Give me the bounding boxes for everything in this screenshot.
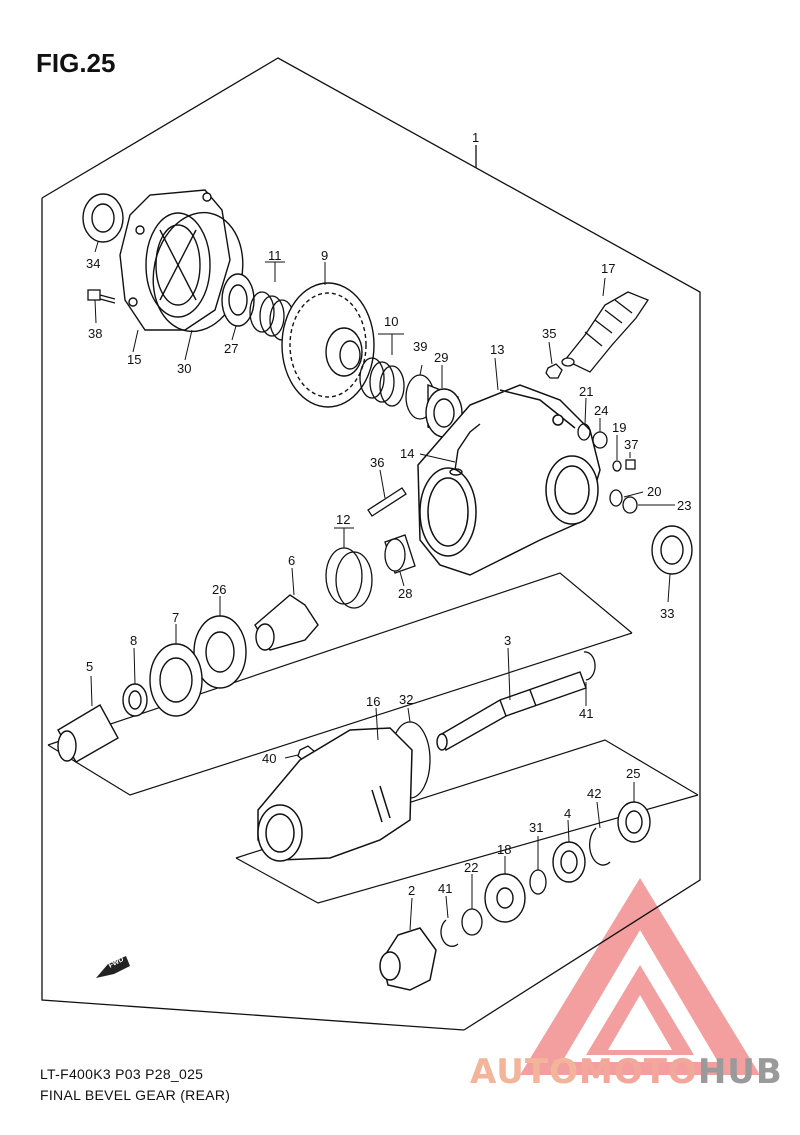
part-5-sleeve xyxy=(57,704,119,763)
callout-15: 15 xyxy=(127,352,141,367)
callout-40: 40 xyxy=(262,751,276,766)
callout-3: 3 xyxy=(504,633,511,648)
callout-8: 8 xyxy=(130,633,137,648)
callout-24: 24 xyxy=(594,403,608,418)
part-42-circlip xyxy=(589,827,611,866)
callout-leaders xyxy=(90,241,675,931)
figure-code: LT-F400K3 P03 P28_025 xyxy=(40,1066,204,1082)
part-16-housing xyxy=(257,727,413,862)
callout-6: 6 xyxy=(288,553,295,568)
part-7-bearing xyxy=(149,643,203,717)
callout-1: 1 xyxy=(472,130,479,145)
part-34-oil-seal xyxy=(82,193,124,243)
callout-4: 4 xyxy=(564,806,571,821)
part-31-ring xyxy=(529,869,547,895)
part-37-bolt xyxy=(625,459,636,470)
callout-11: 11 xyxy=(268,248,282,263)
callout-38: 38 xyxy=(88,326,102,341)
callout-42: 42 xyxy=(587,786,601,801)
part-19-washer xyxy=(612,460,622,472)
callout-39: 39 xyxy=(413,339,427,354)
callout-14: 14 xyxy=(400,446,414,461)
figure-title: FIG.25 xyxy=(36,48,116,78)
callout-20: 20 xyxy=(647,484,661,499)
callout-41-upper: 41 xyxy=(579,706,593,721)
watermark-text: AUTOMOTOHUB xyxy=(470,1052,783,1092)
part-4-oil-seal xyxy=(552,841,586,883)
callout-5: 5 xyxy=(86,659,93,674)
part-25-bearing xyxy=(617,801,651,843)
callout-31: 31 xyxy=(529,820,543,835)
part-41-circlip-lower xyxy=(440,919,459,947)
part-20-washer xyxy=(609,489,623,507)
watermark-logo xyxy=(520,878,760,1075)
callout-37: 37 xyxy=(624,437,638,452)
callout-22: 22 xyxy=(464,860,478,875)
part-2-joint xyxy=(379,927,437,991)
callout-29: 29 xyxy=(434,350,448,365)
watermark-part-2: MOTO xyxy=(578,1052,698,1092)
part-27-bearing xyxy=(221,273,255,327)
callout-30: 30 xyxy=(177,361,191,376)
callout-28: 28 xyxy=(398,586,412,601)
callout-35: 35 xyxy=(542,326,556,341)
callout-34: 34 xyxy=(86,256,100,271)
callout-2: 2 xyxy=(408,883,415,898)
callout-23: 23 xyxy=(677,498,691,513)
watermark-part-3: HUB xyxy=(697,1052,783,1092)
part-18-collar xyxy=(484,873,526,923)
callout-25: 25 xyxy=(626,766,640,781)
callout-13: 13 xyxy=(490,342,504,357)
callout-17: 17 xyxy=(601,261,615,276)
callout-labels: 1 2 3 4 5 6 7 8 9 10 11 12 13 14 15 16 1… xyxy=(86,130,691,898)
callout-21: 21 xyxy=(579,384,593,399)
part-33-oil-seal xyxy=(651,525,693,575)
watermark-part-1: AUTO xyxy=(470,1052,579,1092)
callout-33: 33 xyxy=(660,606,674,621)
callout-9: 9 xyxy=(321,248,328,263)
part-10-shims xyxy=(359,357,405,407)
callout-27: 27 xyxy=(224,341,238,356)
part-38-bolt xyxy=(87,289,116,304)
callout-16: 16 xyxy=(366,694,380,709)
callout-32: 32 xyxy=(399,692,413,707)
fwd-arrow-icon: FWD xyxy=(96,956,130,978)
part-17-boot xyxy=(561,291,649,373)
part-41-circlip-upper xyxy=(583,651,596,681)
part-22-ring xyxy=(461,908,483,936)
part-35-nut xyxy=(545,363,563,379)
part-15-cover xyxy=(119,189,231,331)
part-3-shaft xyxy=(436,671,587,752)
figure-name: FINAL BEVEL GEAR (REAR) xyxy=(40,1087,231,1103)
exploded-frame xyxy=(41,57,701,1031)
part-14-breather xyxy=(449,423,481,476)
part-6-pinion-gear xyxy=(254,594,319,651)
callout-12: 12 xyxy=(336,512,350,527)
callout-18: 18 xyxy=(497,842,511,857)
part-28-needle-bearing xyxy=(384,534,416,574)
callout-10: 10 xyxy=(384,314,398,329)
part-13-gear-case xyxy=(417,384,601,576)
part-21-washer xyxy=(577,423,591,441)
part-8-collar xyxy=(122,683,148,717)
callout-41-lower: 41 xyxy=(438,881,452,896)
part-9-bevel-gear xyxy=(281,282,375,408)
part-23-plug xyxy=(622,496,638,514)
part-12-shims xyxy=(325,547,373,609)
part-36-stud xyxy=(367,487,407,517)
part-24-plug xyxy=(592,431,608,449)
callout-19: 19 xyxy=(612,420,626,435)
callout-26: 26 xyxy=(212,582,226,597)
callout-36: 36 xyxy=(370,455,384,470)
callout-7: 7 xyxy=(172,610,179,625)
